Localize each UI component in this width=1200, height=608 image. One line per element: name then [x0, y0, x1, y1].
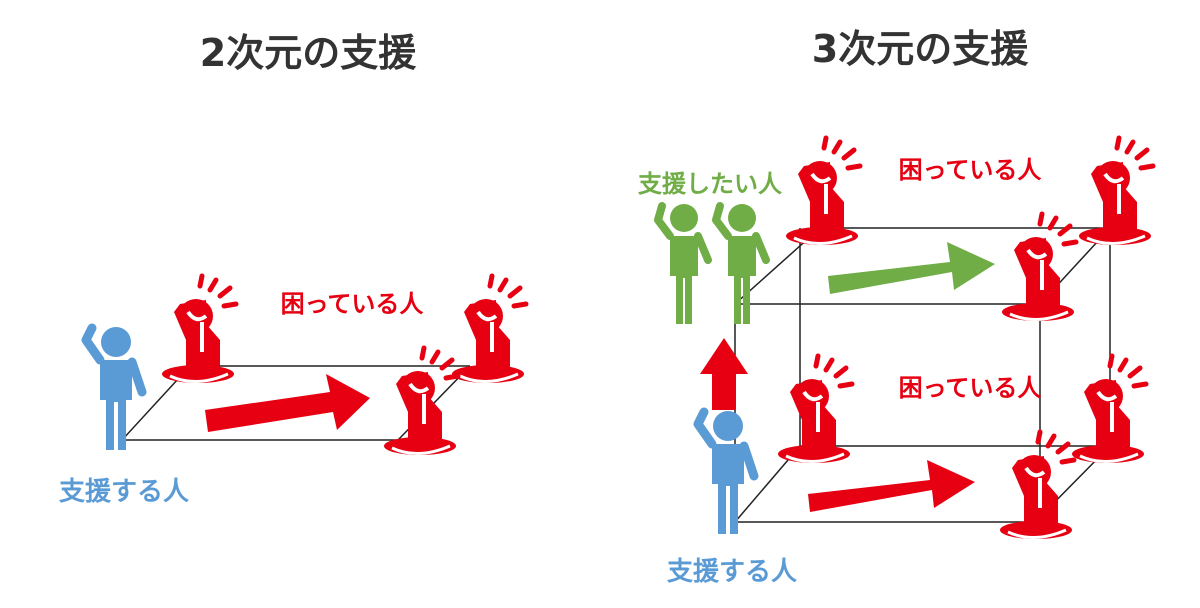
right-troubled-person-top-back-left	[786, 138, 860, 245]
left-troubled-label: 困っている人	[281, 290, 424, 318]
up-red-arrow	[700, 338, 748, 410]
supporter-label: 支援したい人	[638, 170, 782, 198]
right-troubled-label-bottom: 困っている人	[899, 374, 1042, 402]
right-troubled-person-top-back-right	[1079, 138, 1153, 245]
right-troubled-person-bottom-back-left	[778, 356, 852, 463]
right-troubled-person-top-front-right	[1002, 214, 1076, 321]
right-panel-title: 3次元の支援	[812, 27, 1029, 71]
right-helper-person	[698, 411, 754, 534]
left-helper-person	[86, 327, 142, 450]
left-red-arrow	[205, 374, 370, 432]
right-troubled-person-bottom-back-right	[1072, 356, 1146, 463]
right-troubled-label-top: 困っている人	[899, 156, 1042, 184]
left-troubled-person-back-left	[162, 276, 236, 383]
right-red-arrow	[808, 460, 975, 512]
left-helper-label: 支援する人	[59, 477, 189, 507]
supporter-person-right	[716, 204, 766, 324]
left-troubled-person-front-right	[384, 348, 458, 455]
left-troubled-person-back-right	[452, 276, 526, 383]
right-troubled-person-bottom-front-right	[1000, 432, 1074, 539]
supporter-person-left	[658, 204, 708, 324]
right-green-arrow	[828, 242, 995, 294]
left-panel-title: 2次元の支援	[200, 31, 417, 75]
right-helper-label: 支援する人	[667, 557, 797, 587]
